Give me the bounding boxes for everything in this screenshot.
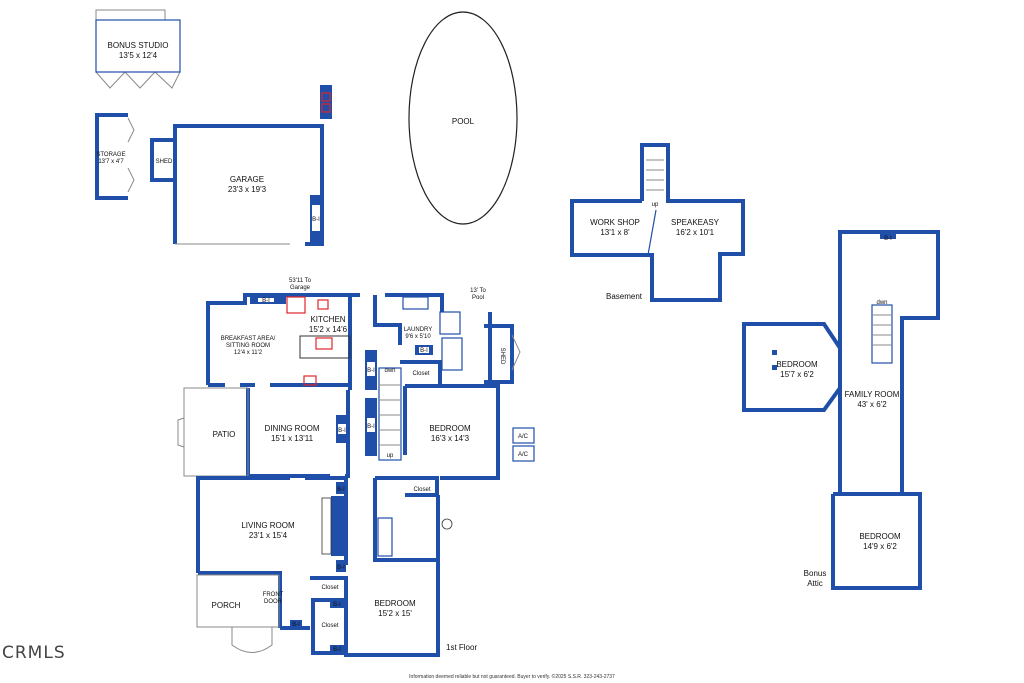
bedroom-mid-dims: 16'3 x 14'3: [431, 434, 470, 443]
kitchen-dims: 15'2 x 14'6: [309, 325, 348, 334]
dining-builtin: B-I: [338, 428, 346, 434]
laundry-name: LAUNDRY: [404, 327, 433, 333]
first-floor: 53'11 To Garage 13' To Pool B-I KITCHEN …: [177, 278, 535, 657]
garage-name: GARAGE: [230, 175, 264, 184]
storage-dims: 13'7 x 4'7: [98, 159, 124, 165]
closet-front-2: Closet: [321, 623, 338, 629]
garage: B-I GARAGE 23'3 x 19'3: [173, 124, 324, 246]
ac-unit-1: A/C: [518, 434, 529, 440]
first-floor-label: 1st Floor: [446, 643, 477, 652]
bedroom-front-dims: 15'2 x 15': [378, 609, 412, 618]
stair-builtin-1: B-I: [367, 368, 375, 374]
storage: STORAGE 13'7 x 4'7: [95, 113, 135, 200]
bonus-attic-label-2: Attic: [807, 579, 823, 588]
breakfast-dims: 12'4 x 11'2: [234, 350, 263, 356]
laundry-builtin: B-I: [420, 348, 428, 354]
attic-bedroom1-name: BEDROOM: [776, 360, 818, 369]
dining-dims: 15'1 x 13'11: [271, 434, 314, 443]
storage-name: STORAGE: [96, 152, 125, 158]
garage-builtin: B-I: [312, 217, 320, 223]
attic-bedroom1-dims: 15'7 x 6'2: [780, 370, 814, 379]
stair-dwn: dwn: [384, 368, 395, 374]
bonus-studio-dims: 13'5 x 12'4: [119, 51, 158, 60]
pool-label: POOL: [452, 117, 475, 126]
porch-builtin: B-I: [292, 622, 300, 628]
to-pool-1: 13' To: [470, 288, 486, 294]
bonus-attic-label-1: Bonus: [804, 569, 827, 578]
bonus-attic: B-I dwn BEDROOM 15'7 x 6'2 FAMILY ROOM 4…: [742, 230, 940, 590]
closet-upper: Closet: [412, 371, 429, 377]
laundry-dims: 9'6 x 5'10: [405, 334, 431, 340]
basement-stair-up: up: [652, 202, 659, 208]
attic-bedroom2-name: BEDROOM: [859, 532, 901, 541]
stair-up: up: [387, 453, 394, 459]
stair-builtin-2: B-I: [367, 424, 375, 430]
breakfast-name: BREAKFAST AREA/: [221, 336, 276, 342]
speakeasy-name: SPEAKEASY: [671, 218, 720, 227]
basement: up WORK SHOP 13'1 x 8' SPEAKEASY 16'2 x …: [570, 143, 745, 302]
bedroom-mid-name: BEDROOM: [429, 424, 471, 433]
porch-name: PORCH: [212, 601, 241, 610]
closet-front-1: Closet: [321, 585, 338, 591]
pool-equipment: [320, 85, 332, 119]
bonus-studio: BONUS STUDIO 13'5 x 12'4: [95, 9, 181, 89]
speakeasy-dims: 16'2 x 10'1: [676, 228, 715, 237]
closet-builtin-2: B-I: [333, 647, 341, 653]
to-garage-2: Garage: [290, 285, 311, 291]
bedroom-front-name: BEDROOM: [374, 599, 416, 608]
to-pool-2: Pool: [472, 295, 484, 301]
workshop-name: WORK SHOP: [590, 218, 640, 227]
workshop-dims: 13'1 x 8': [600, 228, 630, 237]
shed-garage: SHED: [150, 138, 175, 182]
crmls-logo: CRMLS: [2, 643, 66, 663]
attic-bedroom2-dims: 14'9 x 6'2: [863, 542, 897, 551]
kitchen-builtin: B-I: [262, 298, 270, 304]
patio-name: PATIO: [213, 430, 236, 439]
disclaimer: Information deemed reliable but not guar…: [409, 673, 615, 680]
living-dims: 23'1 x 15'4: [249, 531, 288, 540]
shed-house-name: SHED: [499, 348, 505, 365]
front-door-1: FRONT: [263, 592, 284, 598]
family-room-name: FAMILY ROOM: [845, 390, 900, 399]
ac-unit-2: A/C: [518, 452, 529, 458]
kitchen-name: KITCHEN: [310, 315, 345, 324]
to-garage-1: 53'11 To: [289, 278, 312, 284]
bonus-studio-name: BONUS STUDIO: [108, 41, 169, 50]
dining-name: DINING ROOM: [264, 424, 319, 433]
front-door-2: DOOR: [264, 599, 283, 605]
basement-label: Basement: [606, 292, 643, 301]
garage-dims: 23'3 x 19'3: [228, 185, 267, 194]
closet-mid: Closet: [413, 487, 430, 493]
living-name: LIVING ROOM: [241, 521, 295, 530]
breakfast-name2: SITTING ROOM: [226, 343, 270, 349]
attic-builtin: B-I: [884, 236, 892, 242]
pool: POOL: [408, 11, 518, 225]
family-room-dims: 43' x 6'2: [857, 400, 887, 409]
living-builtin-1: B-I: [337, 487, 345, 493]
attic-stair-dwn: dwn: [876, 300, 887, 306]
shed-garage-name: SHED: [156, 159, 173, 165]
living-builtin-2: B-I: [337, 565, 345, 571]
closet-builtin-1: B-I: [333, 602, 341, 608]
